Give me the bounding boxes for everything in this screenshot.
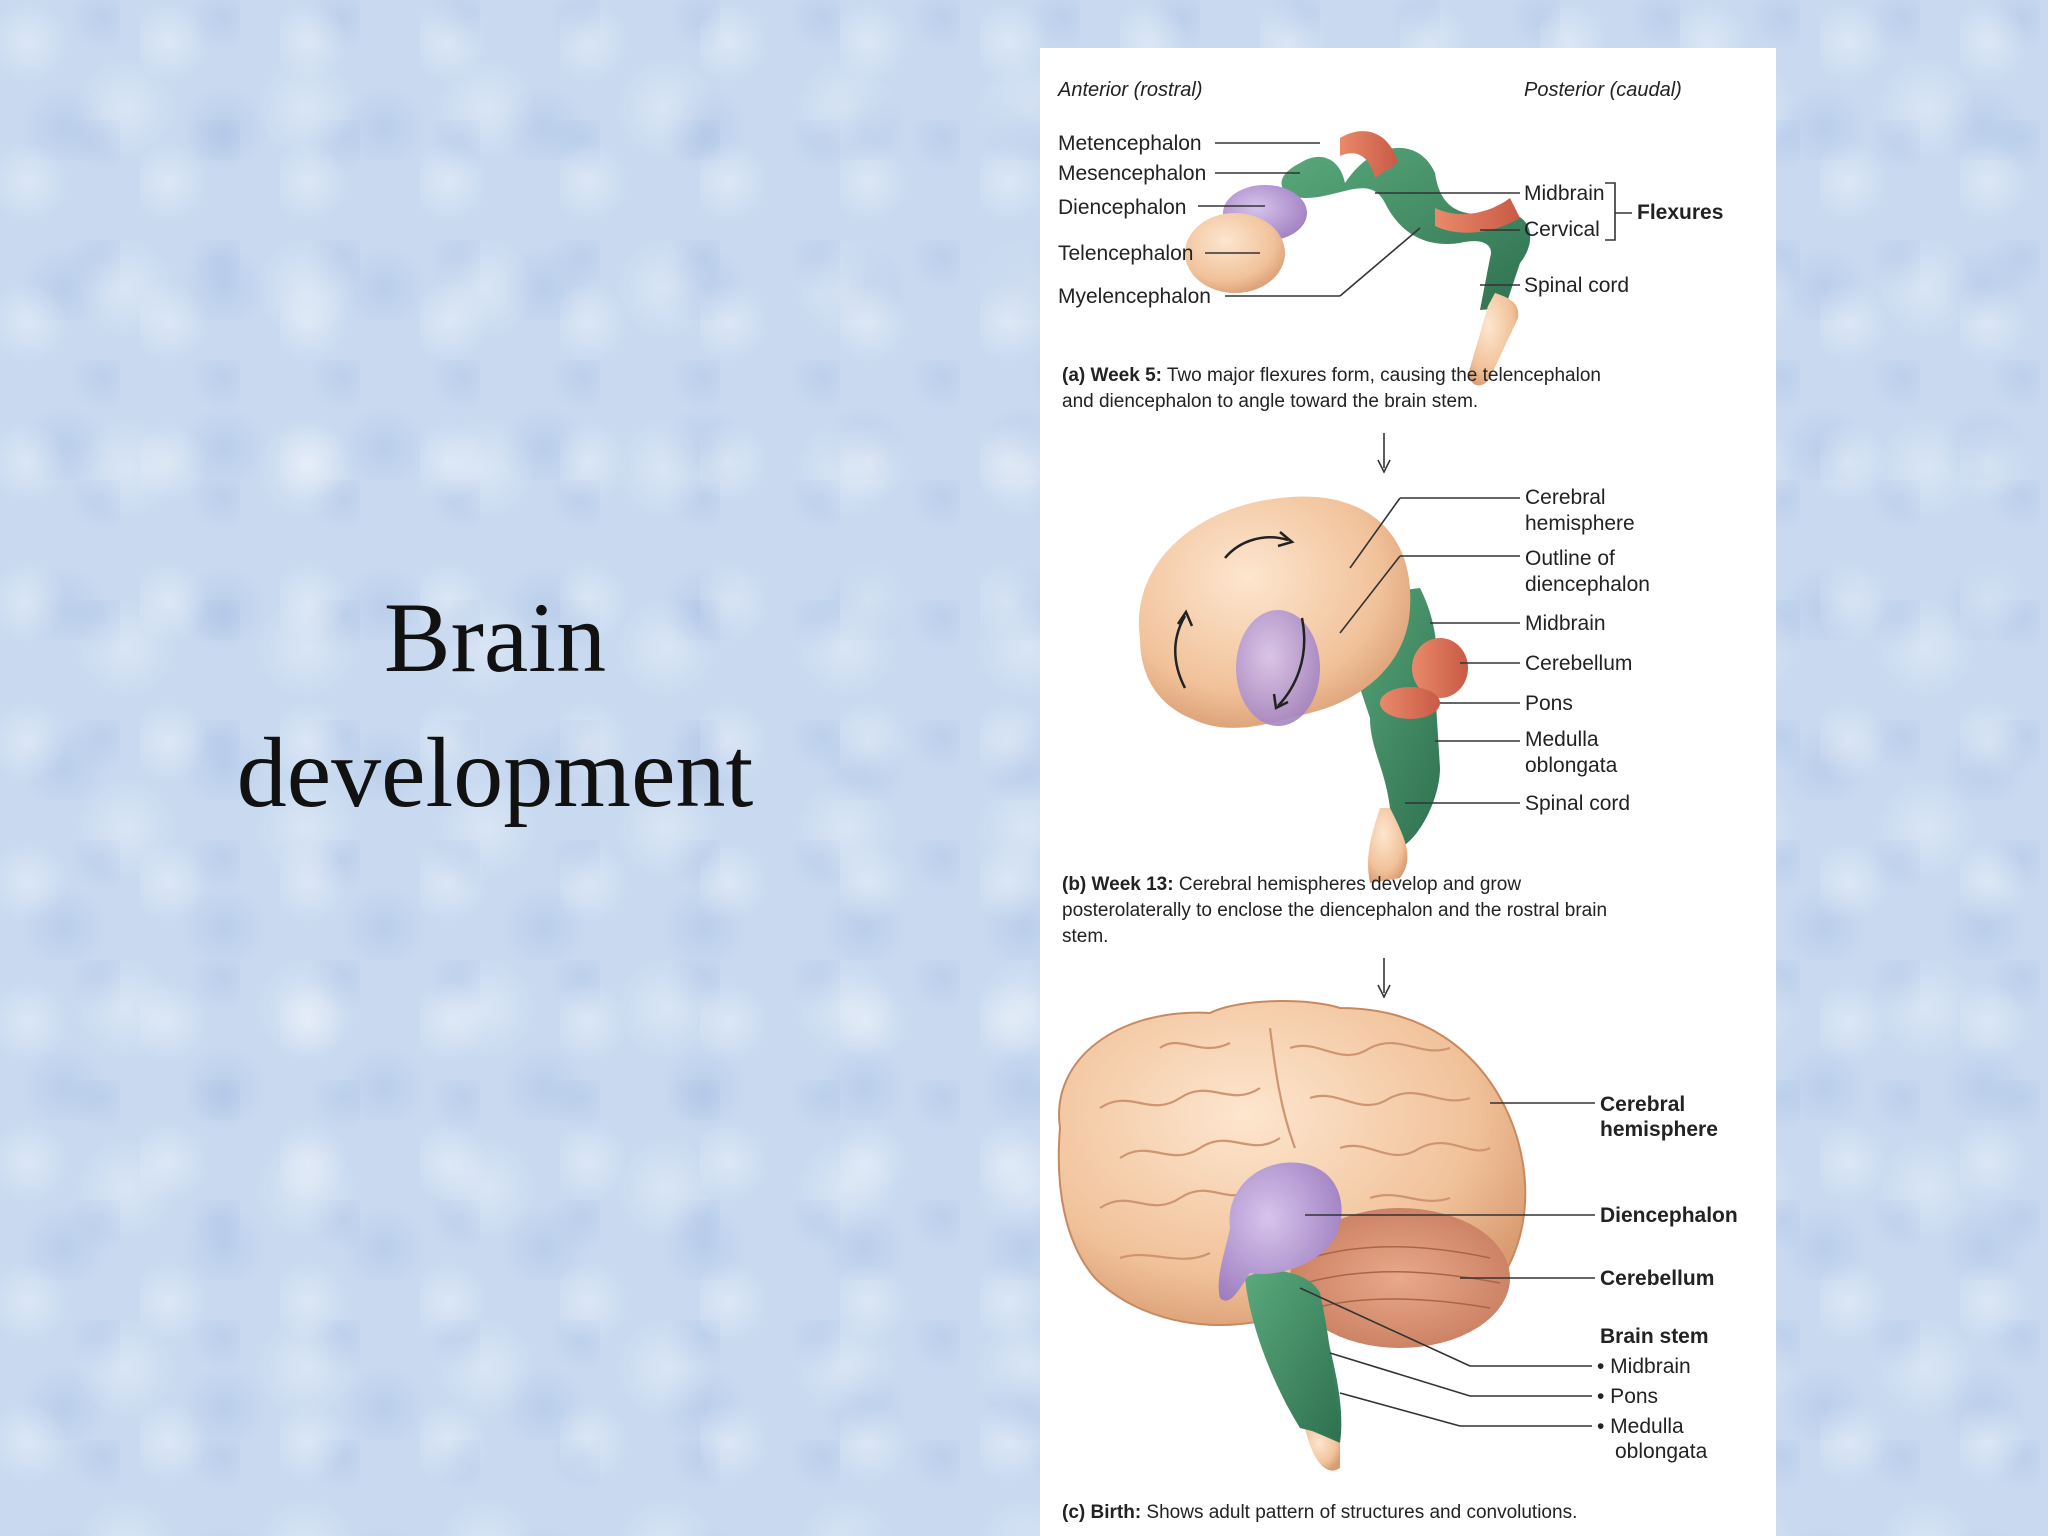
label-telencephalon: Telencephalon [1058, 242, 1193, 265]
label-medulla-c: • Medulla [1597, 1415, 1684, 1438]
caption-b-line1: (b) Week 13: Cerebral hemispheres develo… [1062, 874, 1521, 895]
cervical-red [1435, 198, 1520, 233]
label-midbrain-a: Midbrain [1524, 182, 1605, 205]
label-brain-stem-c: Brain stem [1600, 1325, 1709, 1348]
caption-c-line1: (c) Birth: Shows adult pattern of struct… [1062, 1502, 1577, 1523]
label-metencephalon: Metencephalon [1058, 132, 1202, 155]
cerebellum-week13 [1412, 638, 1468, 698]
brainstem-tube [1281, 147, 1531, 310]
diencephalon-outline-week13 [1236, 610, 1320, 726]
panel-c: Cerebral hemisphere Diencephalon Cerebel… [1057, 1000, 1738, 1523]
panel-a: Anterior (rostral) Posterior (caudal) Me… [1057, 79, 1723, 474]
pons-week13 [1380, 687, 1440, 719]
anterior-label: Anterior (rostral) [1057, 79, 1202, 101]
caption-a-line2: and diencephalon to angle toward the bra… [1062, 391, 1478, 412]
label-midbrain-c: • Midbrain [1597, 1355, 1691, 1378]
spinal-cord-week13 [1368, 808, 1408, 883]
convolutions [1099, 1027, 1491, 1260]
slide-title: Brain development [110, 570, 880, 840]
label-cerebral-c: Cerebral [1600, 1093, 1685, 1116]
brainstem-birth-front [1245, 1270, 1340, 1438]
neural-tube-week5 [1185, 131, 1531, 386]
figure-panel: Anterior (rostral) Posterior (caudal) Me… [1040, 48, 1776, 1536]
caption-a-line1: (a) Week 5: Two major flexures form, cau… [1062, 365, 1601, 386]
label-mesencephalon: Mesencephalon [1058, 162, 1206, 185]
label-cerebellum-c: Cerebellum [1600, 1267, 1714, 1290]
caption-b-line3: stem. [1062, 926, 1108, 947]
cerebellum-birth [1290, 1208, 1510, 1348]
label-flexures: Flexures [1637, 201, 1723, 224]
label-cerebral-b: Cerebral [1525, 486, 1606, 509]
label-diencephalon: Diencephalon [1058, 196, 1186, 219]
spinal-cord-birth [1305, 1428, 1340, 1471]
title-line-1: Brain [383, 582, 607, 693]
title-line-2: development [236, 717, 754, 828]
label-hemisphere-b: hemisphere [1525, 512, 1635, 535]
caption-b-line2: posterolaterally to enclose the dienceph… [1062, 900, 1607, 921]
label-myelencephalon: Myelencephalon [1058, 285, 1211, 308]
spinal-cord-week5 [1469, 293, 1519, 386]
brain-birth [1057, 1000, 1527, 1471]
label-pons-c: • Pons [1597, 1385, 1658, 1408]
label-cerebellum-b: Cerebellum [1525, 652, 1632, 675]
label-oblongata-b: oblongata [1525, 754, 1618, 777]
label-oblongata-c: oblongata [1615, 1440, 1708, 1463]
panel-b: Cerebral hemisphere Outline of diencepha… [1062, 486, 1650, 999]
label-midbrain-b: Midbrain [1525, 612, 1606, 635]
label-medulla-b: Medulla [1525, 728, 1599, 751]
brain-week13 [1138, 496, 1468, 883]
down-arrow-2 [1377, 958, 1391, 999]
label-diencephalon-c: Diencephalon [1600, 1204, 1738, 1227]
label-hemisphere-c: hemisphere [1600, 1118, 1718, 1141]
down-arrow-1 [1377, 433, 1391, 474]
label-outline-of: Outline of [1525, 547, 1615, 570]
label-diencephalon-b: diencephalon [1525, 573, 1650, 596]
posterior-label: Posterior (caudal) [1524, 79, 1682, 101]
label-spinal-cord-b: Spinal cord [1525, 792, 1630, 815]
label-cervical: Cervical [1524, 218, 1600, 241]
metencephalon-red [1340, 131, 1398, 178]
label-pons-b: Pons [1525, 692, 1573, 715]
diencephalon-birth [1218, 1162, 1342, 1301]
brain-development-figure: Anterior (rostral) Posterior (caudal) Me… [1057, 79, 1738, 1523]
label-spinal-cord-a: Spinal cord [1524, 274, 1629, 297]
